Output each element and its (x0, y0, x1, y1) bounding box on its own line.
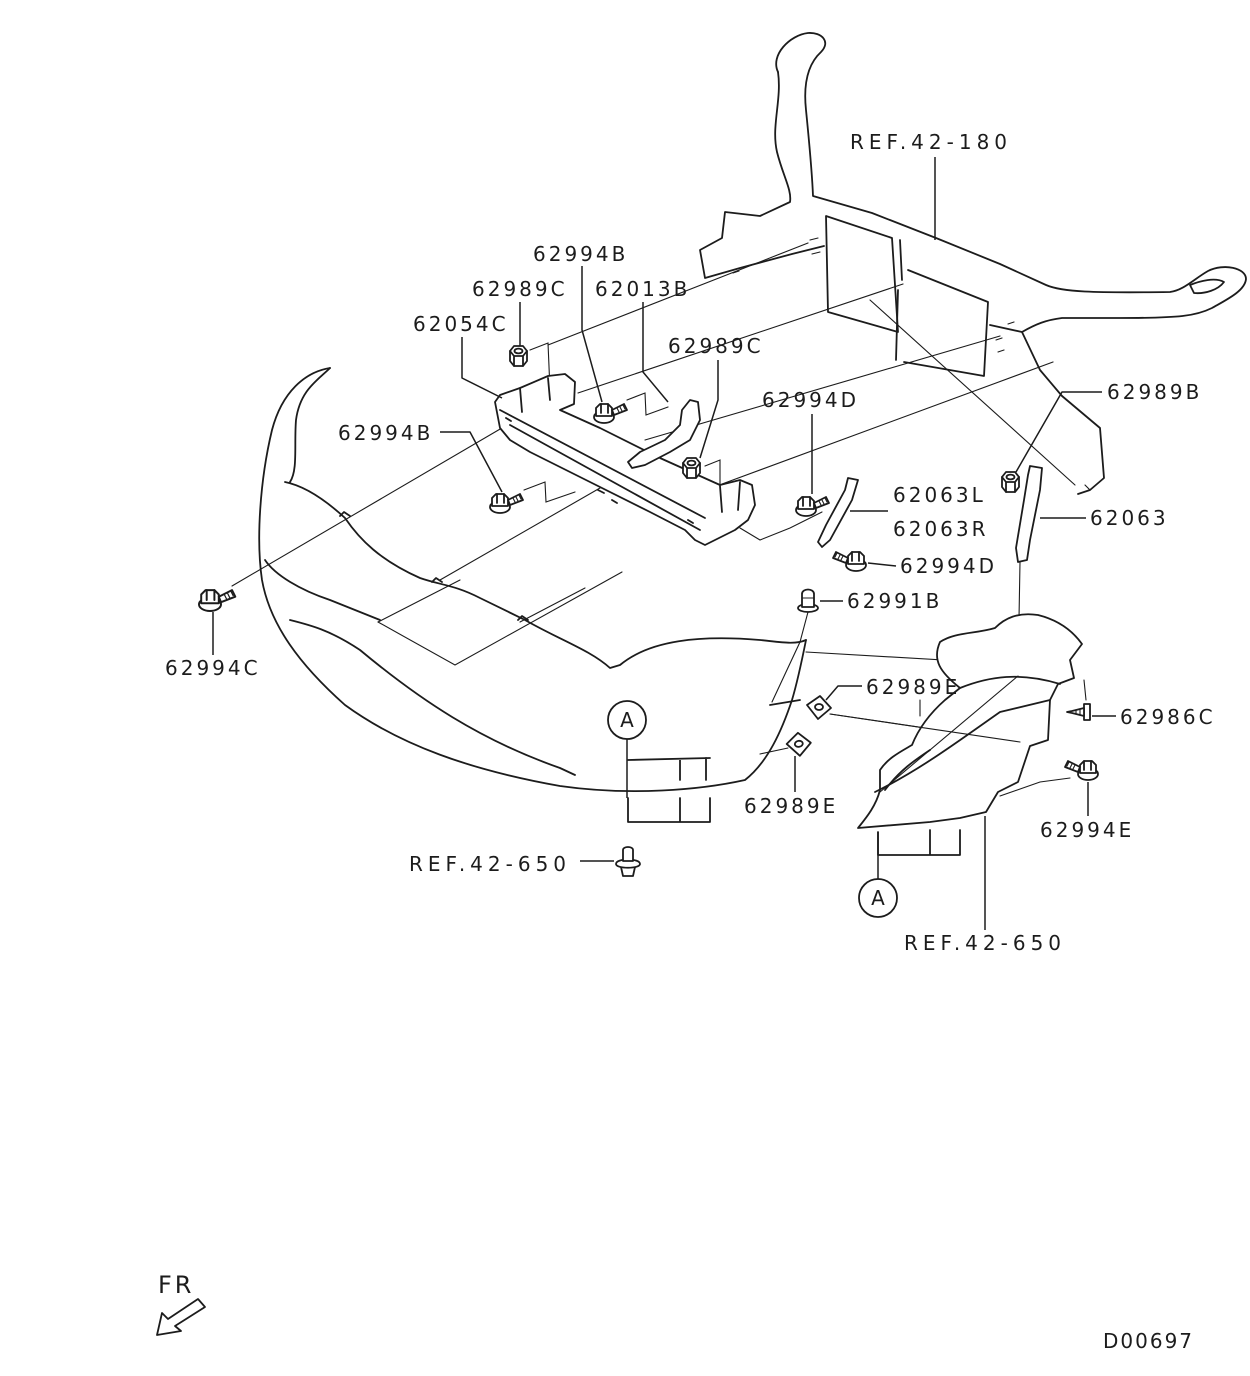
bumper-cover-top-flap (289, 367, 331, 483)
radiator-support (699, 32, 1247, 495)
radiator-support-left-arm (699, 71, 825, 279)
label-ref-42-650-right: REF.42-650 (904, 931, 1066, 955)
bumper-cover-inner-line (264, 559, 381, 621)
bumper-cover-tabs (339, 511, 801, 706)
callout-a-left: A (607, 700, 647, 798)
label-ref-42-180: REF.42-180 (850, 130, 1012, 154)
bumper-cover (258, 367, 807, 823)
label-62054c: 62054C (413, 312, 509, 336)
front-direction-label: FR (158, 1271, 194, 1299)
leader-62989c-right (699, 360, 719, 459)
label-62063: 62063 (1090, 506, 1169, 530)
label-62994c: 62994C (165, 656, 261, 680)
bolt-62994c (198, 589, 237, 612)
clip-62989e-lower (784, 730, 814, 759)
rivet-ref-42-650 (615, 846, 641, 877)
radiator-support-panel-right (903, 269, 989, 377)
front-direction-indicator: FR (156, 1271, 206, 1336)
splash-shield-lower-recess (877, 829, 961, 856)
beam-outline (494, 373, 756, 546)
clip-62991b (797, 588, 819, 613)
bumper-cover-lower-recess (627, 757, 711, 823)
splash-shield (829, 613, 1083, 856)
label-62989c-right: 62989C (668, 334, 764, 358)
label-62989e-lower: 62989E (744, 794, 838, 818)
callout-a-right-text: A (871, 886, 885, 910)
bolt-62994e (1064, 760, 1099, 781)
bolt-62994d-upper (795, 496, 830, 517)
leader-62989e-upper (825, 685, 862, 701)
leader-62994d-lower (867, 562, 897, 567)
label-62989c-left: 62989C (472, 277, 568, 301)
clip-62989b (1001, 471, 1020, 493)
label-62989b: 62989B (1107, 380, 1202, 404)
label-62986c: 62986C (1120, 705, 1216, 729)
callout-a-left-text: A (620, 708, 634, 732)
radiator-support-upper-outline (775, 32, 1247, 333)
label-62994e: 62994E (1040, 818, 1134, 842)
leader-62989b (1015, 391, 1102, 473)
radiator-support-post (895, 239, 903, 361)
nut-62989c-left (509, 345, 528, 367)
bumper-cover-upper-edge (284, 481, 807, 669)
bumper-cover-lower-lip (289, 619, 576, 776)
label-62013b: 62013B (595, 277, 690, 301)
label-62063l: 62063L (893, 483, 986, 507)
front-arrow-icon (156, 1298, 206, 1336)
drawing-number: D00697 (1103, 1329, 1194, 1353)
radiator-support-holes (732, 237, 1091, 491)
label-62994d-upper: 62994D (762, 388, 859, 412)
radiator-support-panel-left (825, 215, 899, 333)
leader-62013b (642, 302, 669, 403)
splash-shield-outline (857, 613, 1083, 829)
label-62063r: 62063R (893, 517, 989, 541)
leader-62054c (461, 337, 503, 399)
screw-62986c (1066, 703, 1091, 721)
bumper-reinforcement-beam (494, 373, 756, 546)
label-62994b-left: 62994B (338, 421, 433, 445)
nut-62989c-right (682, 457, 701, 479)
bolt-62994b-upper (593, 403, 628, 424)
leader-lines (212, 157, 1116, 930)
leader-62994b-upper (581, 266, 603, 403)
callout-a-right: A (858, 832, 898, 918)
bracket-62013b (627, 399, 701, 469)
label-62994b-upper: 62994B (533, 242, 628, 266)
bolt-62994b-left (489, 493, 524, 514)
radiator-support-lower-member (989, 324, 1105, 495)
part-labels: REF.42-180 62994B 62989C 62013B 62054C 6… (165, 130, 1216, 955)
leader-62994b-left (440, 431, 503, 493)
seal-62063 (1015, 465, 1043, 563)
seal-62063l-r (817, 477, 859, 548)
label-62991b: 62991B (847, 589, 942, 613)
bumper-cover-outer (258, 367, 807, 793)
label-62994d-lower: 62994D (900, 554, 997, 578)
bolt-62994d-lower (832, 551, 867, 572)
splash-shield-inner-rib (874, 699, 1051, 793)
label-62989e-upper: 62989E (866, 675, 960, 699)
radiator-support-end-hole (1189, 278, 1225, 295)
label-ref-42-650-left: REF.42-650 (409, 852, 571, 876)
